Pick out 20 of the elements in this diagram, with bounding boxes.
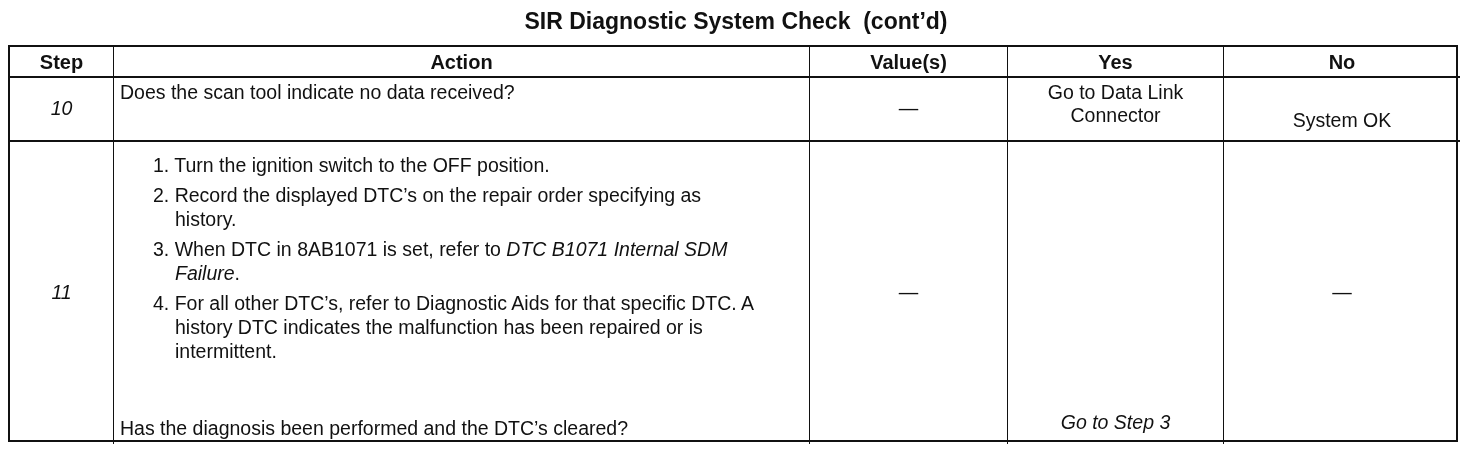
cell-text: Does the scan tool indicate no data received? xyxy=(120,81,515,105)
cell-text: — xyxy=(1332,281,1352,305)
cell-text: Go to Step 3 xyxy=(1060,410,1171,434)
list-item: 2. Record the displayed DTC’s on the repair order specifying as history. xyxy=(152,184,703,232)
cell-text: System OK xyxy=(1292,108,1392,132)
cell-text: 11 xyxy=(51,281,72,305)
cell-text: — xyxy=(898,97,919,121)
column-header: Yes xyxy=(1098,50,1133,74)
cell-text: Go to Data Link Connector xyxy=(1046,81,1185,128)
list-item: 1. Turn the ignition switch to the OFF position. xyxy=(152,154,551,178)
column-header: No xyxy=(1328,50,1356,74)
list-item: 3. When DTC in 8AB1071 is set, refer to DTC B1071 Internal SDM Failure. xyxy=(152,237,729,286)
column-header: Step xyxy=(39,49,84,74)
column-header: Value(s) xyxy=(870,50,947,74)
question-text: Has the diagnosis been performed and the DTC’s cleared? xyxy=(120,416,630,440)
cell-text: 10 xyxy=(50,97,73,121)
list-item: 4. For all other DTC’s, refer to Diagnostic Aids for that specific DTC. A history DTC indicates the malfunction has been repaired or is intermittent. xyxy=(152,291,755,364)
table-title: SIR Diagnostic System Check (cont’d) xyxy=(523,8,949,35)
cell-text: — xyxy=(898,281,919,305)
column-header: Action xyxy=(430,49,493,74)
